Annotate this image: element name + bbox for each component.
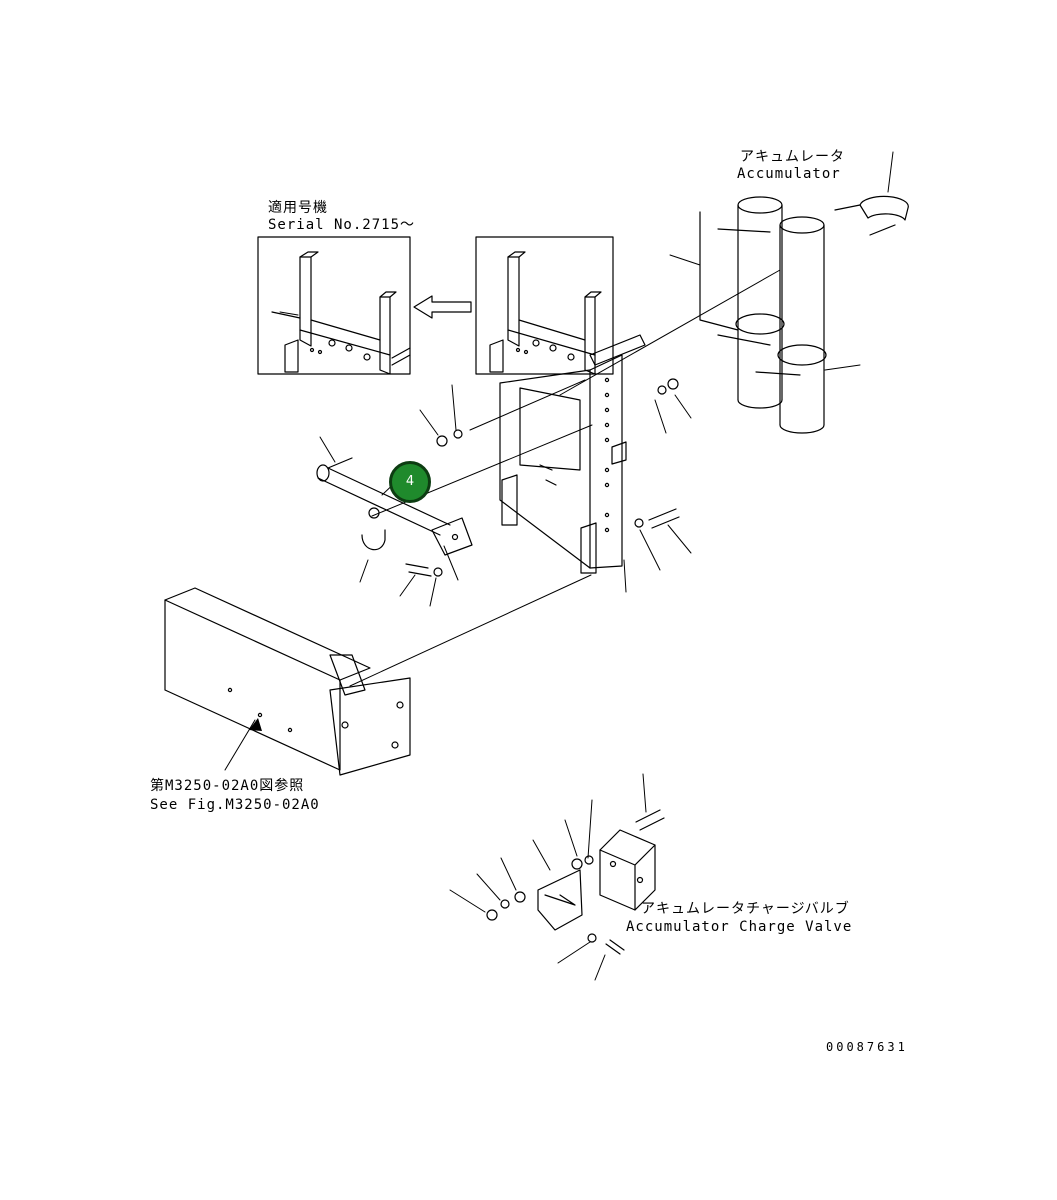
inset-current <box>475 236 614 375</box>
main-bracket <box>499 334 646 574</box>
see-fig-label-jp: 第M3250-02A0図参照 <box>150 778 305 794</box>
document-number: 00087631 <box>826 1040 908 1054</box>
accumulator-assembly <box>699 195 909 434</box>
charge-valve-label-jp: アキュムレータチャージバルブ <box>641 901 850 917</box>
charge-valve-label-en: Accumulator Charge Valve <box>626 919 853 935</box>
leader-lines <box>224 151 894 981</box>
accumulator-label-jp: アキュムレータ <box>740 149 845 165</box>
serial-label-jp: 適用号機 <box>268 200 328 216</box>
arrowhead <box>249 718 262 731</box>
base-frame <box>164 587 411 776</box>
arrow-left-icon <box>413 295 472 319</box>
fasteners <box>405 378 680 955</box>
serial-label-en: Serial No.2715～ <box>268 217 416 233</box>
accumulator-label-en: Accumulator <box>737 166 841 182</box>
pin <box>316 457 473 556</box>
callout-marker[interactable]: 4 <box>389 461 431 503</box>
charge-valve-assembly <box>537 829 656 931</box>
see-fig-label-en: See Fig.M3250-02A0 <box>150 797 320 813</box>
inset-serial-variant <box>257 236 411 375</box>
